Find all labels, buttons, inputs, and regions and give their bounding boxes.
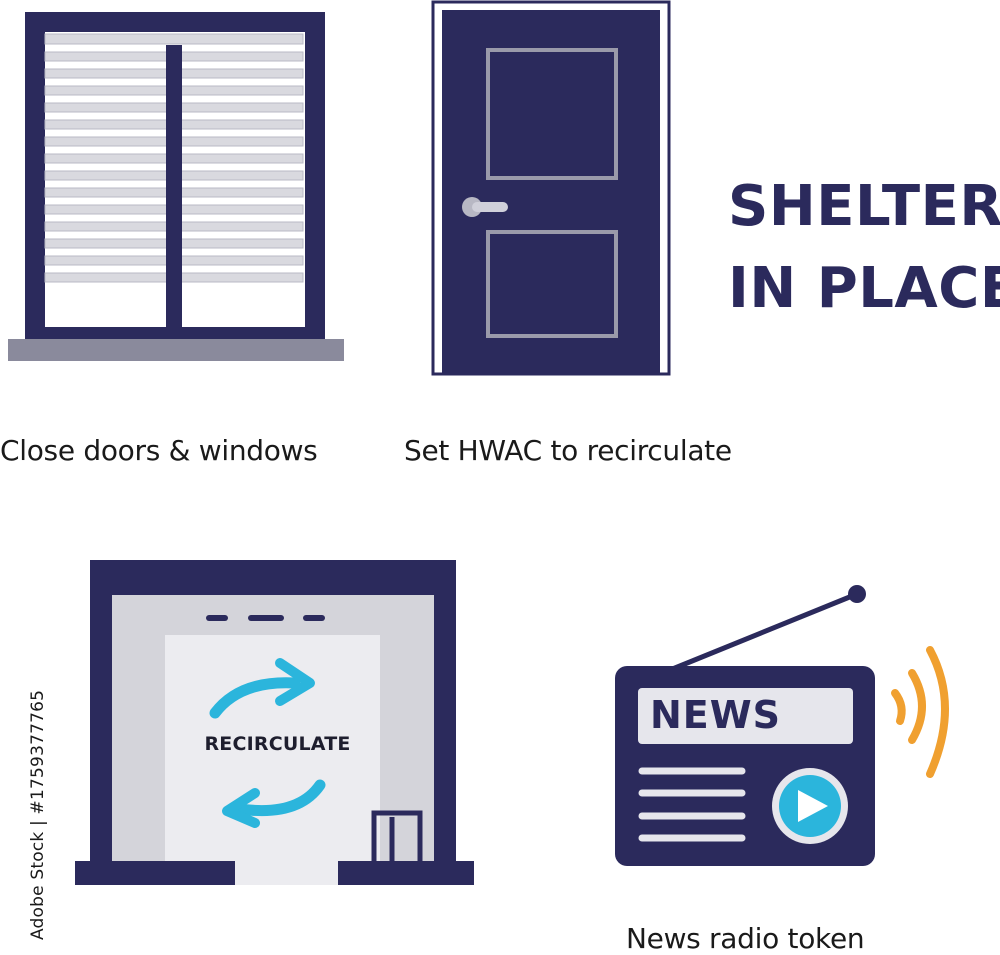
stock-credit: Adobe Stock | #1759377765: [28, 689, 48, 940]
caption-set-hvac: Set HWAC to recirculate: [404, 434, 732, 467]
headline-line1: SHELTER: [728, 174, 1000, 239]
radio-waves-icon: [891, 646, 949, 778]
hvac-recirculate-icon: [75, 560, 474, 885]
news-radio-icon: [615, 585, 949, 866]
window-blinds-icon: [8, 12, 344, 361]
headline-line2: IN PLACE: [728, 256, 1000, 321]
radio-display-text: NEWS: [650, 693, 782, 737]
play-icon: [772, 768, 848, 844]
recirculate-label: RECIRCULATE: [204, 733, 351, 755]
door-icon: [431, 0, 671, 376]
caption-news-radio: News radio token: [626, 922, 865, 955]
caption-close-doors-windows: Close doors & windows: [0, 434, 318, 467]
recirculate-arrows-icon: [209, 658, 326, 828]
headline-title: SHELTER IN PLACE: [728, 166, 1000, 330]
